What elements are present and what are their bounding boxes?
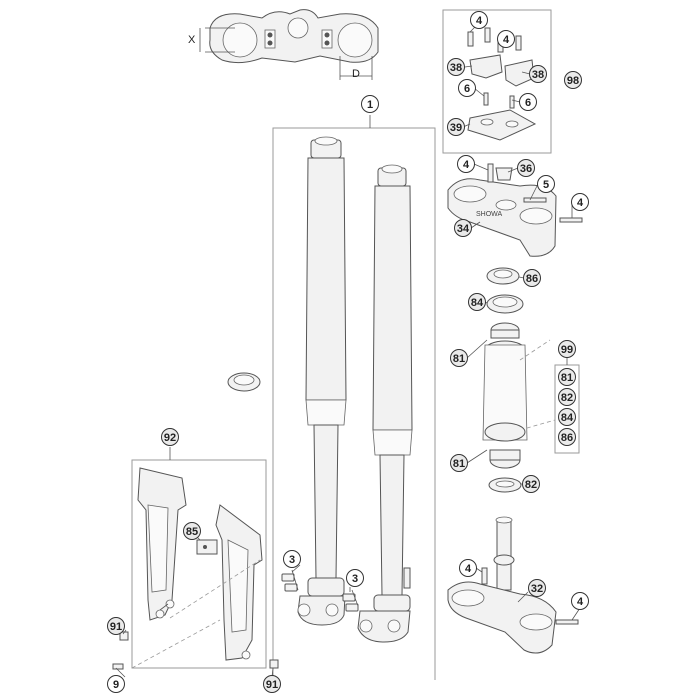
svg-text:38: 38 xyxy=(450,62,462,74)
dimension-d-label: D xyxy=(352,68,360,80)
svg-text:9: 9 xyxy=(113,679,119,691)
svg-text:39: 39 xyxy=(450,122,462,134)
guard-screw-lower-left xyxy=(112,631,129,670)
clamp-bolts-right xyxy=(342,589,359,612)
svg-text:99: 99 xyxy=(561,344,573,356)
upper-triple-clamp: SHOWA xyxy=(447,163,583,257)
callout-6: 6 xyxy=(458,79,476,97)
callout-91: 91 xyxy=(107,617,125,635)
svg-text:81: 81 xyxy=(561,372,573,384)
guard-bracket xyxy=(196,539,218,555)
clamp-kit-parts xyxy=(467,27,537,141)
svg-text:36: 36 xyxy=(520,163,532,175)
kit-callout-84: 84 xyxy=(558,408,576,426)
callout-91: 91 xyxy=(263,675,281,693)
seal-82 xyxy=(488,477,522,493)
callout-36: 36 xyxy=(517,159,535,177)
callout-38: 38 xyxy=(529,65,547,83)
svg-text:3: 3 xyxy=(289,554,295,566)
clamp-kit-frame xyxy=(442,9,552,154)
seal-ring-loose xyxy=(227,372,261,392)
callout-38: 38 xyxy=(447,58,465,76)
svg-text:5: 5 xyxy=(543,179,549,191)
callout-81: 81 xyxy=(450,349,468,367)
svg-text:86: 86 xyxy=(561,432,573,444)
fork-leg-left xyxy=(297,136,347,626)
callout-6: 6 xyxy=(519,93,537,111)
svg-text:6: 6 xyxy=(464,83,470,95)
svg-text:81: 81 xyxy=(453,353,465,365)
svg-text:82: 82 xyxy=(525,479,537,491)
callout-5: 5 xyxy=(537,175,555,193)
callout-84: 84 xyxy=(468,293,486,311)
callout-32: 32 xyxy=(528,579,546,597)
lower-triple-clamp xyxy=(447,516,579,654)
kit-callout-81: 81 xyxy=(558,368,576,386)
callouts: 1 4 4 38 38 98 6 6 39 4 36 5 4 34 86 84 … xyxy=(107,11,589,693)
triple-clamp-dimension-view xyxy=(199,9,379,80)
bearing-lower-81 xyxy=(484,422,526,469)
svg-text:6: 6 xyxy=(525,97,531,109)
clamp-bolts-left xyxy=(281,569,299,592)
kit-callout-82: 82 xyxy=(558,388,576,406)
callout-86: 86 xyxy=(523,269,541,287)
svg-text:91: 91 xyxy=(266,679,278,691)
callout-39: 39 xyxy=(447,118,465,136)
callout-4: 4 xyxy=(470,11,488,29)
svg-text:84: 84 xyxy=(471,297,484,309)
callout-34: 34 xyxy=(454,219,472,237)
svg-text:4: 4 xyxy=(463,159,470,171)
clamp-brand-text: SHOWA xyxy=(476,211,503,218)
svg-text:3: 3 xyxy=(352,573,358,585)
callout-1: 1 xyxy=(361,95,379,113)
svg-text:85: 85 xyxy=(186,526,198,538)
head-tube xyxy=(482,339,556,441)
callout-4: 4 xyxy=(459,559,477,577)
callout-3: 3 xyxy=(283,550,301,568)
svg-text:4: 4 xyxy=(577,197,584,209)
callout-4: 4 xyxy=(497,30,515,48)
svg-text:4: 4 xyxy=(476,15,483,27)
callout-99: 99 xyxy=(558,340,576,358)
callout-9: 9 xyxy=(107,675,125,693)
svg-text:84: 84 xyxy=(561,412,574,424)
callout-4: 4 xyxy=(457,155,475,173)
callout-82: 82 xyxy=(522,475,540,493)
svg-text:81: 81 xyxy=(453,458,465,470)
svg-text:98: 98 xyxy=(567,75,579,87)
callout-81: 81 xyxy=(450,454,468,472)
svg-text:82: 82 xyxy=(561,392,573,404)
svg-text:38: 38 xyxy=(532,69,544,81)
svg-text:34: 34 xyxy=(457,223,470,235)
svg-text:86: 86 xyxy=(526,273,538,285)
fork-leg-right xyxy=(357,164,413,643)
dimension-x-label: X xyxy=(188,34,196,46)
callout-4: 4 xyxy=(571,592,589,610)
callout-92: 92 xyxy=(161,428,179,446)
guard-screw-lower-right xyxy=(269,659,279,669)
callout-85: 85 xyxy=(183,522,201,540)
svg-text:92: 92 xyxy=(164,432,176,444)
fork-guard-left xyxy=(137,467,187,621)
callout-3: 3 xyxy=(346,569,364,587)
svg-text:32: 32 xyxy=(531,583,543,595)
callout-4: 4 xyxy=(571,193,589,211)
svg-text:4: 4 xyxy=(503,34,510,46)
seal-84 xyxy=(486,294,524,314)
svg-text:1: 1 xyxy=(367,99,373,111)
callout-98: 98 xyxy=(564,71,582,89)
fork-group-frame xyxy=(272,127,436,680)
kit-callout-86: 86 xyxy=(558,428,576,446)
svg-text:4: 4 xyxy=(577,596,584,608)
fork-guard-right xyxy=(215,504,263,661)
fork-guard-group-frame xyxy=(131,459,267,669)
svg-text:4: 4 xyxy=(465,563,472,575)
dust-seal-86 xyxy=(486,267,520,285)
svg-text:91: 91 xyxy=(110,621,122,633)
